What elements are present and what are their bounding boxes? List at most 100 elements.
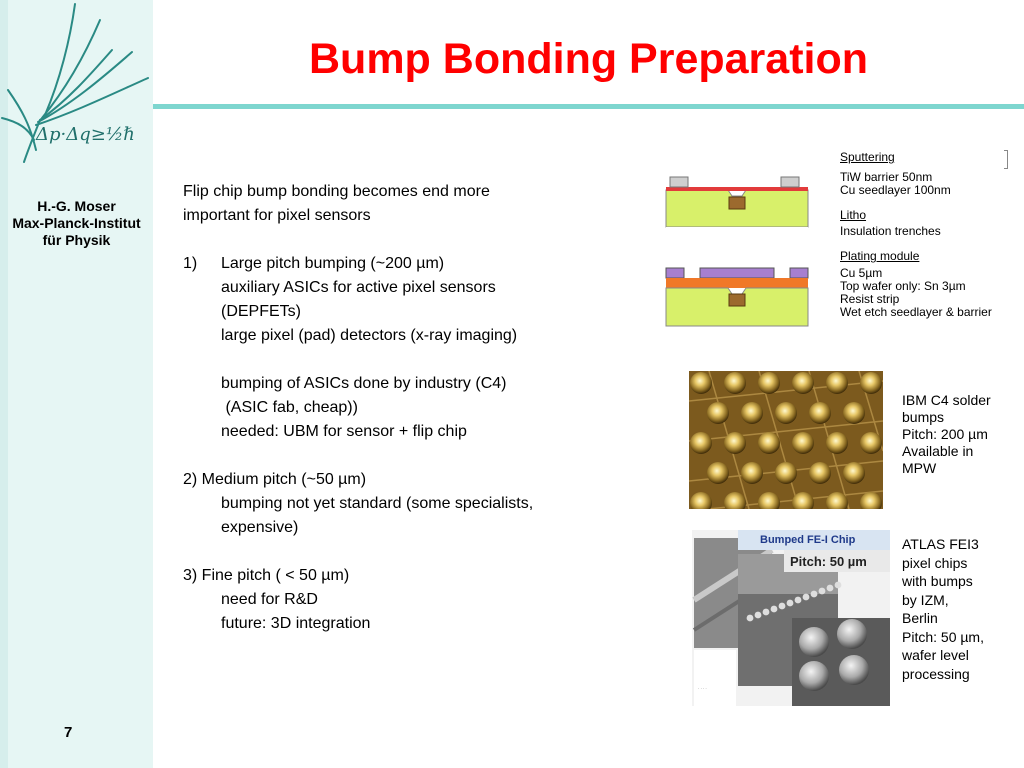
sem-bump-large (799, 627, 829, 657)
solder-bump (741, 462, 763, 484)
solder-bump (690, 372, 712, 394)
process-labels: Sputtering TiW barrier 50nm Cu seedlayer… (840, 151, 1020, 319)
sem-bump-large (837, 619, 867, 649)
item2-line-1: bumping not yet standard (some specialis… (221, 495, 534, 512)
item3-head: 3) Fine pitch ( < 50 µm) (183, 567, 350, 584)
item3-line-1: need for R&D (221, 591, 318, 608)
item1-line-3: large pixel (pad) detectors (x-ray imagi… (221, 327, 518, 344)
step-sputtering-head: Sputtering (840, 150, 895, 164)
solder-bump (792, 492, 814, 509)
c4-caption-line-2: bumps (902, 409, 945, 425)
cross-section-plating (665, 267, 809, 327)
solder-bump (792, 372, 814, 394)
fei3-caption: ATLAS FEI3 pixel chips with bumps by IZM… (902, 535, 1022, 683)
item2-line-2: expensive) (221, 519, 299, 536)
sem-bump-small (762, 608, 770, 616)
step-plating-line-3: Resist strip (840, 292, 900, 306)
step-plating-head: Plating module (840, 249, 920, 263)
slide-title: Bump Bonding Preparation (309, 35, 868, 83)
solder-bump (758, 492, 780, 509)
solder-bump (843, 462, 865, 484)
title-rule (153, 104, 1024, 109)
mpi-logo-icon: Δp·Δq≥½ℏ (1, 3, 149, 163)
solder-bump (724, 492, 746, 509)
step-sputtering-line-1: TiW barrier 50nm (840, 170, 933, 184)
solder-bump (860, 372, 882, 394)
solder-bump (809, 402, 831, 424)
item1-line-1: auxiliary ASICs for active pixel sensors (221, 279, 496, 296)
solder-bump (724, 372, 746, 394)
solder-bump (809, 462, 831, 484)
solder-bump (826, 492, 848, 509)
solder-bump (775, 462, 797, 484)
fei3-overlay-title: Bumped FE-I Chip (760, 534, 856, 546)
c4-caption-line-1: IBM C4 solder (902, 392, 991, 408)
fei3-caption-line-3: with bumps (902, 573, 973, 589)
sem-bump-small (746, 614, 754, 622)
sem-bump-small (802, 593, 810, 601)
step-plating-line-2: Top wafer only: Sn 3µm (840, 279, 966, 293)
item2-head: 2) Medium pitch (~50 µm) (183, 471, 367, 488)
sem-bump-small (778, 602, 786, 610)
solder-bump (690, 432, 712, 454)
sem-bump-small (834, 581, 842, 589)
c4-caption-line-5: MPW (902, 460, 937, 476)
sem-bump-large (799, 661, 829, 691)
fei3-caption-line-6: Pitch: 50 µm, (902, 628, 984, 645)
c4-caption: IBM C4 solder bumps Pitch: 200 µm Availa… (902, 392, 1022, 477)
solder-bump (860, 492, 882, 509)
fei3-sem-photo: Bumped FE-I Chip Pitch: 50 µm · · · · (692, 530, 890, 706)
item3-line-2: future: 3D integration (221, 615, 371, 632)
c4-caption-line-3: Pitch: 200 µm (902, 426, 988, 442)
solder-bump (707, 462, 729, 484)
sem-bump-small (826, 584, 834, 592)
author-block: H.-G. Moser Max-Planck-Institut für Phys… (0, 198, 153, 249)
item1-line-4: bumping of ASICs done by industry (C4) (221, 375, 507, 392)
item1-head: 1)Large pitch bumping (~200 µm) (183, 252, 633, 276)
svg-text:Δp·Δq≥½ℏ: Δp·Δq≥½ℏ (35, 124, 135, 145)
fei3-caption-line-1: ATLAS FEI3 (902, 536, 979, 552)
fei3-overlay-pitch: Pitch: 50 µm (790, 554, 867, 569)
solder-bump (758, 372, 780, 394)
intro-line-1: Flip chip bump bonding becomes end more (183, 183, 490, 200)
step-plating-line-4: Wet etch seedlayer & barrier (840, 305, 992, 319)
sem-bump-small (810, 590, 818, 598)
bump-process-diagram (665, 176, 809, 327)
item1-line-6: needed: UBM for sensor + flip chip (221, 423, 467, 440)
cross-section-sputtering (665, 176, 809, 235)
step-plating-line-1: Cu 5µm (840, 266, 883, 280)
solder-bump (741, 402, 763, 424)
fei3-caption-line-7: wafer level (902, 647, 969, 663)
sem-bump-small (770, 605, 778, 613)
solder-bump (775, 402, 797, 424)
solder-bump (724, 432, 746, 454)
c4-caption-line-4: Available in (902, 443, 974, 459)
intro-line-2: important for pixel sensors (183, 207, 371, 224)
solder-bump (826, 432, 848, 454)
fei3-caption-line-4: by IZM, (902, 591, 949, 608)
fei3-caption-line-2: pixel chips (902, 554, 968, 571)
sem-bump-small (786, 599, 794, 607)
step-litho-head: Litho (840, 208, 867, 222)
sem-bump-small (818, 587, 826, 595)
author-institute: Max-Planck-Institut (12, 215, 141, 231)
sidebar: Δp·Δq≥½ℏ H.-G. Moser Max-Planck-Institut… (0, 0, 153, 768)
solder-bump (758, 432, 780, 454)
c4-solder-bump-photo (689, 371, 883, 509)
frame-mark (1004, 150, 1008, 169)
body-text: Flip chip bump bonding becomes end more … (183, 180, 633, 636)
author-field: für Physik (42, 232, 111, 248)
fei3-caption-line-8: processing (902, 665, 970, 682)
item1-number: 1) (183, 255, 198, 272)
sem-bump-small (754, 611, 762, 619)
sidebar-stripe (0, 0, 8, 768)
solder-bump (792, 432, 814, 454)
fei3-caption-line-5: Berlin (902, 610, 938, 626)
author-name: H.-G. Moser (37, 198, 116, 214)
step-litho-line-1: Insulation trenches (840, 224, 941, 238)
sem-bump-large (839, 655, 869, 685)
solder-bump (690, 492, 712, 509)
svg-text:· · · ·: · · · · (698, 686, 707, 691)
sem-bump-small (794, 596, 802, 604)
step-sputtering-line-2: Cu seedlayer 100nm (840, 183, 951, 197)
